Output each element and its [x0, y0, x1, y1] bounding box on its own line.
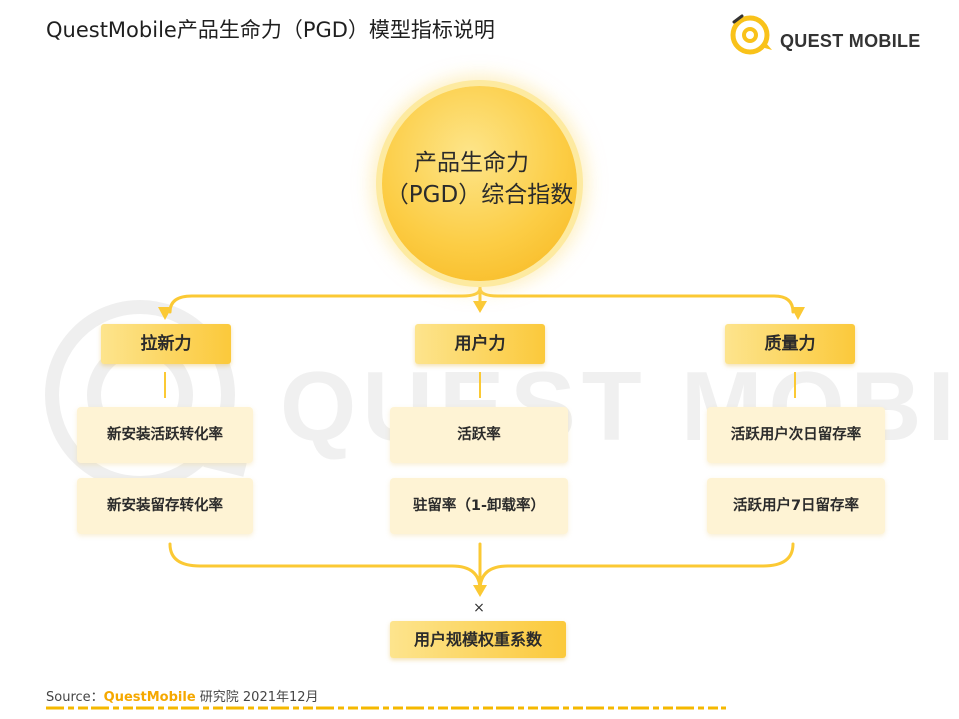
source-brand: QuestMobile	[103, 690, 196, 705]
source-suffix: 研究院 2021年12月	[195, 690, 319, 705]
source-prefix: Source：	[46, 690, 104, 705]
brand-logo: QUEST MOBILE	[728, 12, 928, 56]
logo-text: QUEST MOBILE	[780, 31, 921, 51]
metric-next-day-retention: 活跃用户次日留存率	[707, 407, 885, 463]
category-user: 用户力	[415, 324, 545, 364]
footer-dashed-rule	[46, 706, 726, 710]
metric-new-install-retention-conversion: 新安装留存转化率	[77, 478, 253, 534]
pgd-index-circle: 产品生命力 （PGD）综合指数	[382, 86, 577, 281]
user-scale-weight-box: 用户规模权重系数	[390, 621, 566, 658]
hub-title-line1: 产品生命力	[414, 150, 529, 176]
category-quality: 质量力	[725, 324, 855, 364]
page-title: QuestMobile产品生命力（PGD）模型指标说明	[46, 18, 495, 42]
source-note: Source：QuestMobile 研究院 2021年12月	[46, 686, 319, 705]
metric-new-install-active-conversion: 新安装活跃转化率	[77, 407, 253, 463]
hub-title-line2: （PGD）综合指数	[385, 182, 574, 208]
metric-7day-retention: 活跃用户7日留存率	[707, 478, 885, 534]
quest-mobile-logo-icon	[730, 14, 772, 55]
metric-active-rate: 活跃率	[390, 407, 568, 463]
category-acquisition: 拉新力	[101, 324, 231, 364]
multiply-sign: ×	[473, 600, 485, 616]
metric-stay-rate: 驻留率（1-卸载率）	[390, 478, 568, 534]
